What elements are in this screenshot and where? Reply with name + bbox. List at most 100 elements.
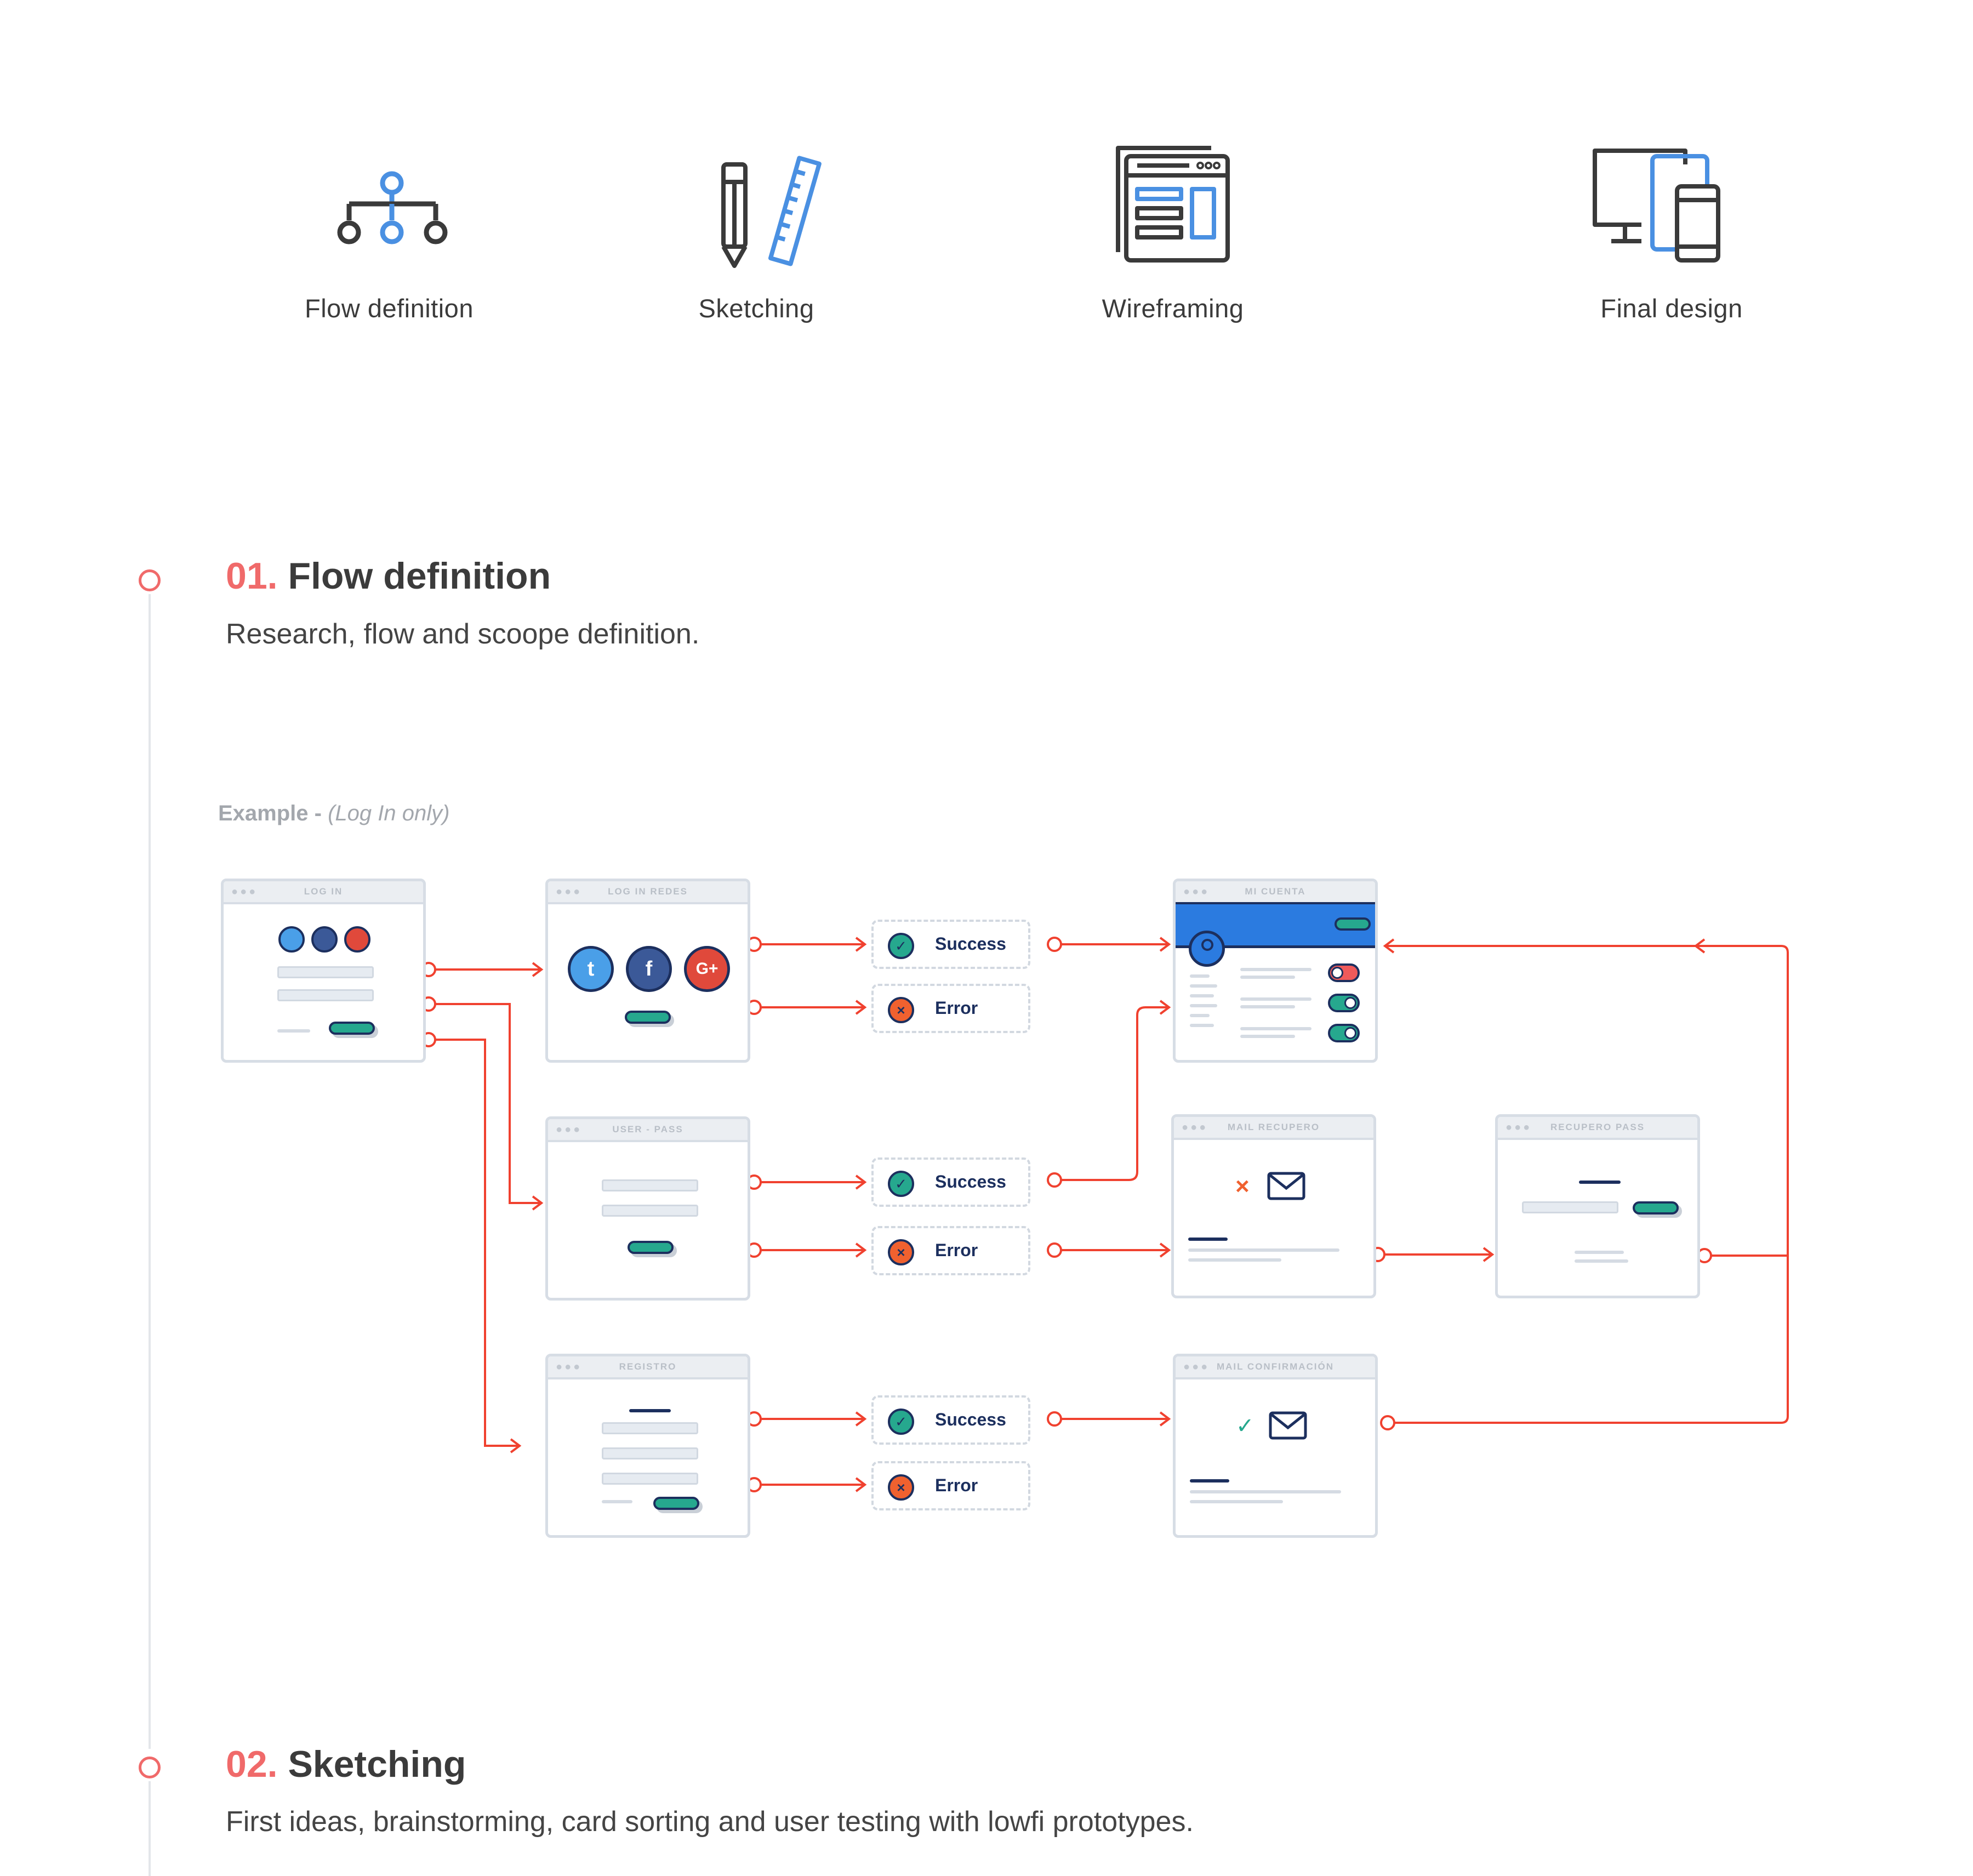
timeline-dot-01: [139, 569, 161, 591]
outcome-success: ✓ Success: [871, 920, 1030, 969]
flow-tree-icon: [337, 171, 448, 244]
window-dots-icon: ●●●: [1506, 1121, 1532, 1133]
screen-login: ●●● LOG IN: [221, 879, 426, 1063]
menu-line: [1190, 984, 1217, 988]
menu-line: [1190, 1004, 1217, 1007]
screen-title: MAIL CONFIRMACIÓN: [1216, 1361, 1335, 1372]
text-line: [1575, 1259, 1628, 1263]
text-line: [1240, 1027, 1311, 1030]
screen-mail-confirmacion: ●●● MAIL CONFIRMACIÓN ✓: [1173, 1354, 1378, 1538]
avatar-icon: [1189, 931, 1225, 967]
check-icon: ✓: [888, 933, 914, 959]
example-label: Example - (Log In only): [218, 801, 449, 826]
section-heading: Flow definition: [288, 555, 551, 597]
input-field: [1522, 1201, 1618, 1213]
text-line: [1575, 1251, 1624, 1254]
screen-header: ●●● MAIL RECUPERO: [1174, 1117, 1373, 1140]
outcome-success: ✓ Success: [871, 1395, 1030, 1445]
window-dots-icon: ●●●: [1182, 1121, 1208, 1133]
section-number: 01.: [226, 555, 278, 597]
window-dots-icon: ●●●: [556, 1361, 583, 1373]
submit-button: [1633, 1201, 1679, 1214]
screen-title: REGISTRO: [619, 1361, 677, 1372]
section-description-02: First ideas, brainstorming, card sorting…: [226, 1806, 1194, 1838]
input-field: [602, 1179, 698, 1191]
screen-header: ●●● MI CUENTA: [1176, 881, 1375, 904]
screen-recupero-pass: ●●● RECUPERO PASS: [1495, 1114, 1700, 1298]
text-line: [1240, 976, 1295, 979]
outcome-error: × Error: [871, 984, 1030, 1033]
x-icon: ×: [888, 1239, 914, 1265]
devices-icon: [1593, 149, 1720, 263]
x-icon: ×: [888, 1474, 914, 1501]
timeline-line: [149, 594, 151, 1749]
screen-header: ●●● LOG IN: [224, 881, 423, 904]
title-line: [1188, 1238, 1228, 1241]
screen-title: LOG IN REDES: [608, 886, 688, 897]
google-plus-icon: G+: [684, 946, 730, 992]
text-line: [1188, 1258, 1281, 1262]
screen-mi-cuenta: ●●● MI CUENTA: [1173, 879, 1378, 1063]
input-field: [602, 1447, 698, 1459]
timeline-line-bottom: [149, 1781, 151, 1876]
menu-line: [1190, 974, 1210, 978]
submit-button: [628, 1241, 674, 1254]
pencil-ruler-icon: [721, 156, 822, 268]
step-label-wireframing: Wireframing: [1102, 294, 1244, 323]
wireframe-browser-icon: [1116, 146, 1230, 263]
outcome-error: × Error: [871, 1461, 1030, 1510]
submit-button: [625, 1011, 671, 1024]
text-line: [1190, 1490, 1341, 1493]
screen-header: ●●● LOG IN REDES: [548, 881, 748, 904]
submit-button: [653, 1497, 699, 1510]
social-circle-red: [344, 926, 370, 953]
screen-header: ●●● MAIL CONFIRMACIÓN: [1176, 1356, 1375, 1379]
toggle-switch-off: [1328, 963, 1360, 982]
step-label-final-design: Final design: [1600, 294, 1743, 323]
text-line: [1240, 997, 1311, 1001]
input-field: [277, 989, 374, 1001]
header-button: [1335, 917, 1371, 931]
outcome-error: × Error: [871, 1226, 1030, 1275]
x-mark-icon: ×: [1235, 1173, 1250, 1200]
screen-registro: ●●● REGISTRO: [545, 1354, 750, 1538]
social-circle-navy: [311, 926, 338, 953]
step-label-flow-definition: Flow definition: [305, 294, 474, 323]
text-line: [602, 1500, 632, 1503]
window-dots-icon: ●●●: [1183, 1361, 1210, 1373]
section-description-01: Research, flow and scoope definition.: [226, 618, 700, 650]
envelope-icon: [1267, 1172, 1305, 1200]
outcome-label: Error: [935, 998, 978, 1018]
outcome-label: Error: [935, 1475, 978, 1495]
screen-user-pass: ●●● USER - PASS: [545, 1116, 750, 1301]
screen-header: ●●● RECUPERO PASS: [1498, 1117, 1697, 1140]
social-circle-blue: [278, 926, 305, 953]
input-field: [602, 1473, 698, 1485]
step-label-sketching: Sketching: [698, 294, 814, 323]
envelope-icon: [1269, 1411, 1307, 1440]
screen-title: LOG IN: [304, 886, 343, 897]
screen-title: RECUPERO PASS: [1550, 1122, 1645, 1132]
check-mark-icon: ✓: [1236, 1414, 1254, 1438]
window-dots-icon: ●●●: [556, 1124, 583, 1136]
title-line: [1190, 1479, 1229, 1482]
outcome-success: ✓ Success: [871, 1157, 1030, 1207]
screen-mail-recupero: ●●● MAIL RECUPERO ×: [1171, 1114, 1376, 1298]
section-title-02: 02. Sketching: [226, 1743, 466, 1786]
menu-line: [1190, 994, 1214, 997]
toggle-switch-on: [1328, 1024, 1360, 1042]
outcome-label: Success: [935, 1172, 1006, 1191]
text-line: [1190, 1500, 1283, 1503]
text-line: [277, 1029, 310, 1033]
menu-line: [1190, 1024, 1214, 1027]
window-dots-icon: ●●●: [231, 886, 258, 898]
text-line: [1188, 1248, 1339, 1252]
section-title-01: 01. Flow definition: [226, 555, 551, 597]
text-line: [1240, 1005, 1295, 1008]
window-dots-icon: ●●●: [1183, 886, 1210, 898]
outcome-label: Success: [935, 934, 1006, 954]
screen-title: MI CUENTA: [1245, 886, 1306, 897]
submit-button: [329, 1022, 375, 1035]
input-field: [602, 1205, 698, 1217]
input-field: [602, 1422, 698, 1434]
